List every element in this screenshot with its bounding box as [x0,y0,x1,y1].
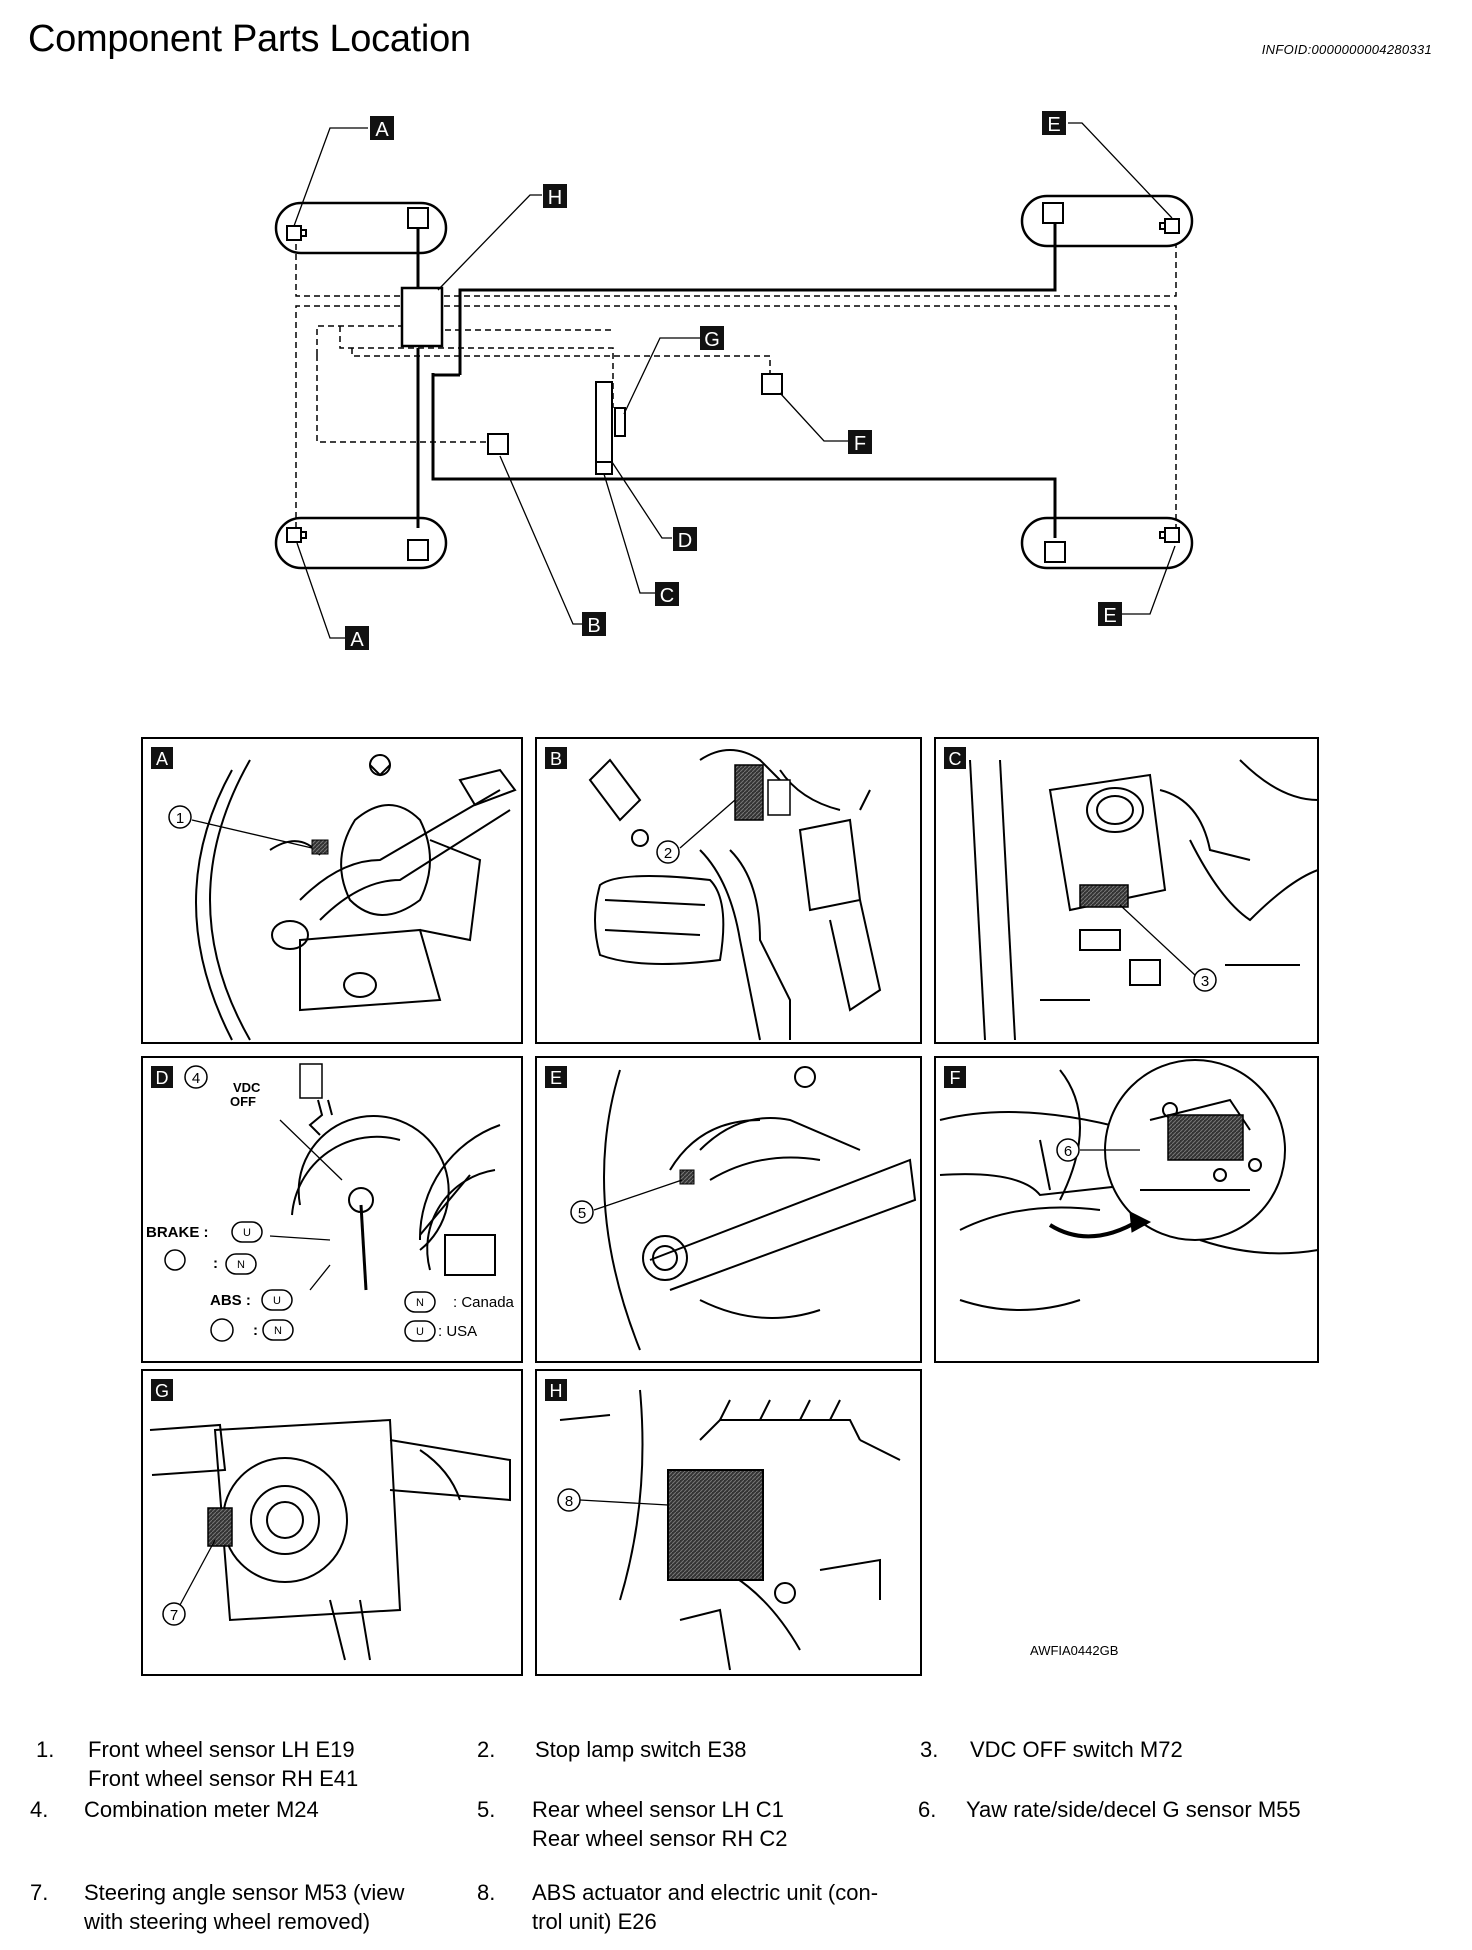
svg-text:B: B [587,615,600,637]
page-title: Component Parts Location [28,18,471,60]
diagram: A H E G F D C B A E [141,111,1319,1676]
legend-number: 5. [477,1797,496,1822]
layout-label-a-top: A [370,116,394,141]
panel-letter-h: H [550,1381,563,1401]
steering-angle-sensor [614,407,626,437]
svg-text::: : [253,1322,258,1339]
svg-text:N: N [416,1297,424,1309]
abs-actuator-box [400,286,444,348]
panel-h: 8 [535,1369,922,1676]
panel-letter-a: A [156,749,168,769]
wheel-front-left [274,201,448,255]
svg-text::: : [213,1255,218,1272]
panel-letter-b: B [550,749,562,769]
panel-f: 6 [934,1056,1319,1363]
layout-labels: A H E G F D C B A E [345,111,1122,651]
svg-text:H: H [548,187,562,209]
legend-text: VDC OFF switch M72 [970,1737,1183,1762]
svg-text:: USA: : USA [438,1323,477,1340]
legend-number: 8. [477,1880,496,1905]
stop-lamp-switch [487,433,509,455]
svg-text:5: 5 [578,1205,586,1222]
svg-text:8: 8 [565,1493,573,1510]
wheel-rear-left [274,516,448,570]
svg-text:OFF: OFF [230,1094,256,1109]
detail-panels: 1 2 [141,737,1319,1676]
legend-text: Rear wheel sensor LH C1 Rear wheel senso… [532,1797,788,1851]
svg-text:2: 2 [664,845,672,862]
panel-d: VDC OFF BRAKE : ABS : : : : Canada : USA [141,1056,523,1363]
svg-text:3: 3 [1201,973,1209,990]
svg-text:U: U [243,1227,251,1239]
svg-text:6: 6 [1064,1143,1072,1160]
panel-letter-e: E [550,1068,562,1088]
legend-text: Stop lamp switch E38 [535,1737,747,1762]
svg-text:F: F [854,433,866,455]
legend-number: 6. [918,1797,937,1822]
layout-label-c: C [655,582,679,607]
vehicle-layout [274,122,1194,639]
panel-letter-g: G [155,1381,169,1401]
svg-text:ABS :: ABS : [210,1292,251,1309]
layout-label-e-bottom: E [1098,602,1122,627]
svg-text:N: N [237,1259,245,1271]
wheel-front-right [1020,194,1194,248]
layout-label-e-top: E [1042,111,1066,136]
svg-text:: Canada: : Canada [453,1294,515,1311]
svg-text:U: U [273,1295,281,1307]
panel-g: 7 [141,1369,523,1676]
layout-label-g: G [700,326,724,351]
svg-text:1: 1 [176,810,184,827]
layout-label-h: H [543,184,567,209]
svg-text:4: 4 [192,1070,200,1087]
svg-text:VDC: VDC [233,1080,261,1095]
layout-label-d: D [673,527,697,552]
svg-text:A: A [350,629,364,651]
legend-number: 3. [920,1737,939,1762]
panel-letter-f: F [950,1068,961,1088]
legend-text: Yaw rate/side/decel G sensor M55 [966,1797,1301,1822]
svg-text:BRAKE :: BRAKE : [146,1224,209,1241]
legend-text: Steering angle sensor M53 (view with ste… [84,1880,405,1934]
legend-text: Combination meter M24 [84,1797,319,1822]
svg-text:U: U [416,1326,424,1338]
svg-text:G: G [704,329,720,351]
wheel-rear-right [1020,516,1194,570]
svg-text:N: N [274,1325,282,1337]
info-id: INFOID:0000000004280331 [1261,42,1432,57]
panel-e: 5 [535,1056,922,1363]
svg-text:E: E [1103,605,1116,627]
svg-text:7: 7 [170,1607,178,1624]
svg-text:D: D [678,530,692,552]
legend-number: 4. [30,1797,49,1822]
panel-letter-c: C [949,749,962,769]
panel-a: 1 [141,737,523,1044]
legend-text: Front wheel sensor LH E19 Front wheel se… [88,1737,359,1791]
figure-code: AWFIA0442GB [1030,1643,1119,1658]
svg-text:C: C [660,585,674,607]
layout-label-f: F [848,430,872,455]
panel-letter-d: D [156,1068,169,1088]
panel-c: 3 [934,737,1319,1044]
legend-number: 1. [36,1737,55,1762]
legend-number: 2. [477,1737,496,1762]
legend-text: ABS actuator and electric unit (con- tro… [532,1880,879,1934]
layout-label-b: B [582,612,606,637]
panel-b: 2 [535,737,922,1044]
svg-text:E: E [1047,114,1060,136]
steering-column [595,381,613,471]
svg-text:A: A [375,119,389,141]
meter-symbol-labels: VDC OFF BRAKE : ABS : : : : Canada : USA [146,1080,515,1340]
yaw-rate-sensor [761,373,783,395]
layout-label-a-bottom: A [345,626,369,651]
legend-number: 7. [30,1880,49,1905]
